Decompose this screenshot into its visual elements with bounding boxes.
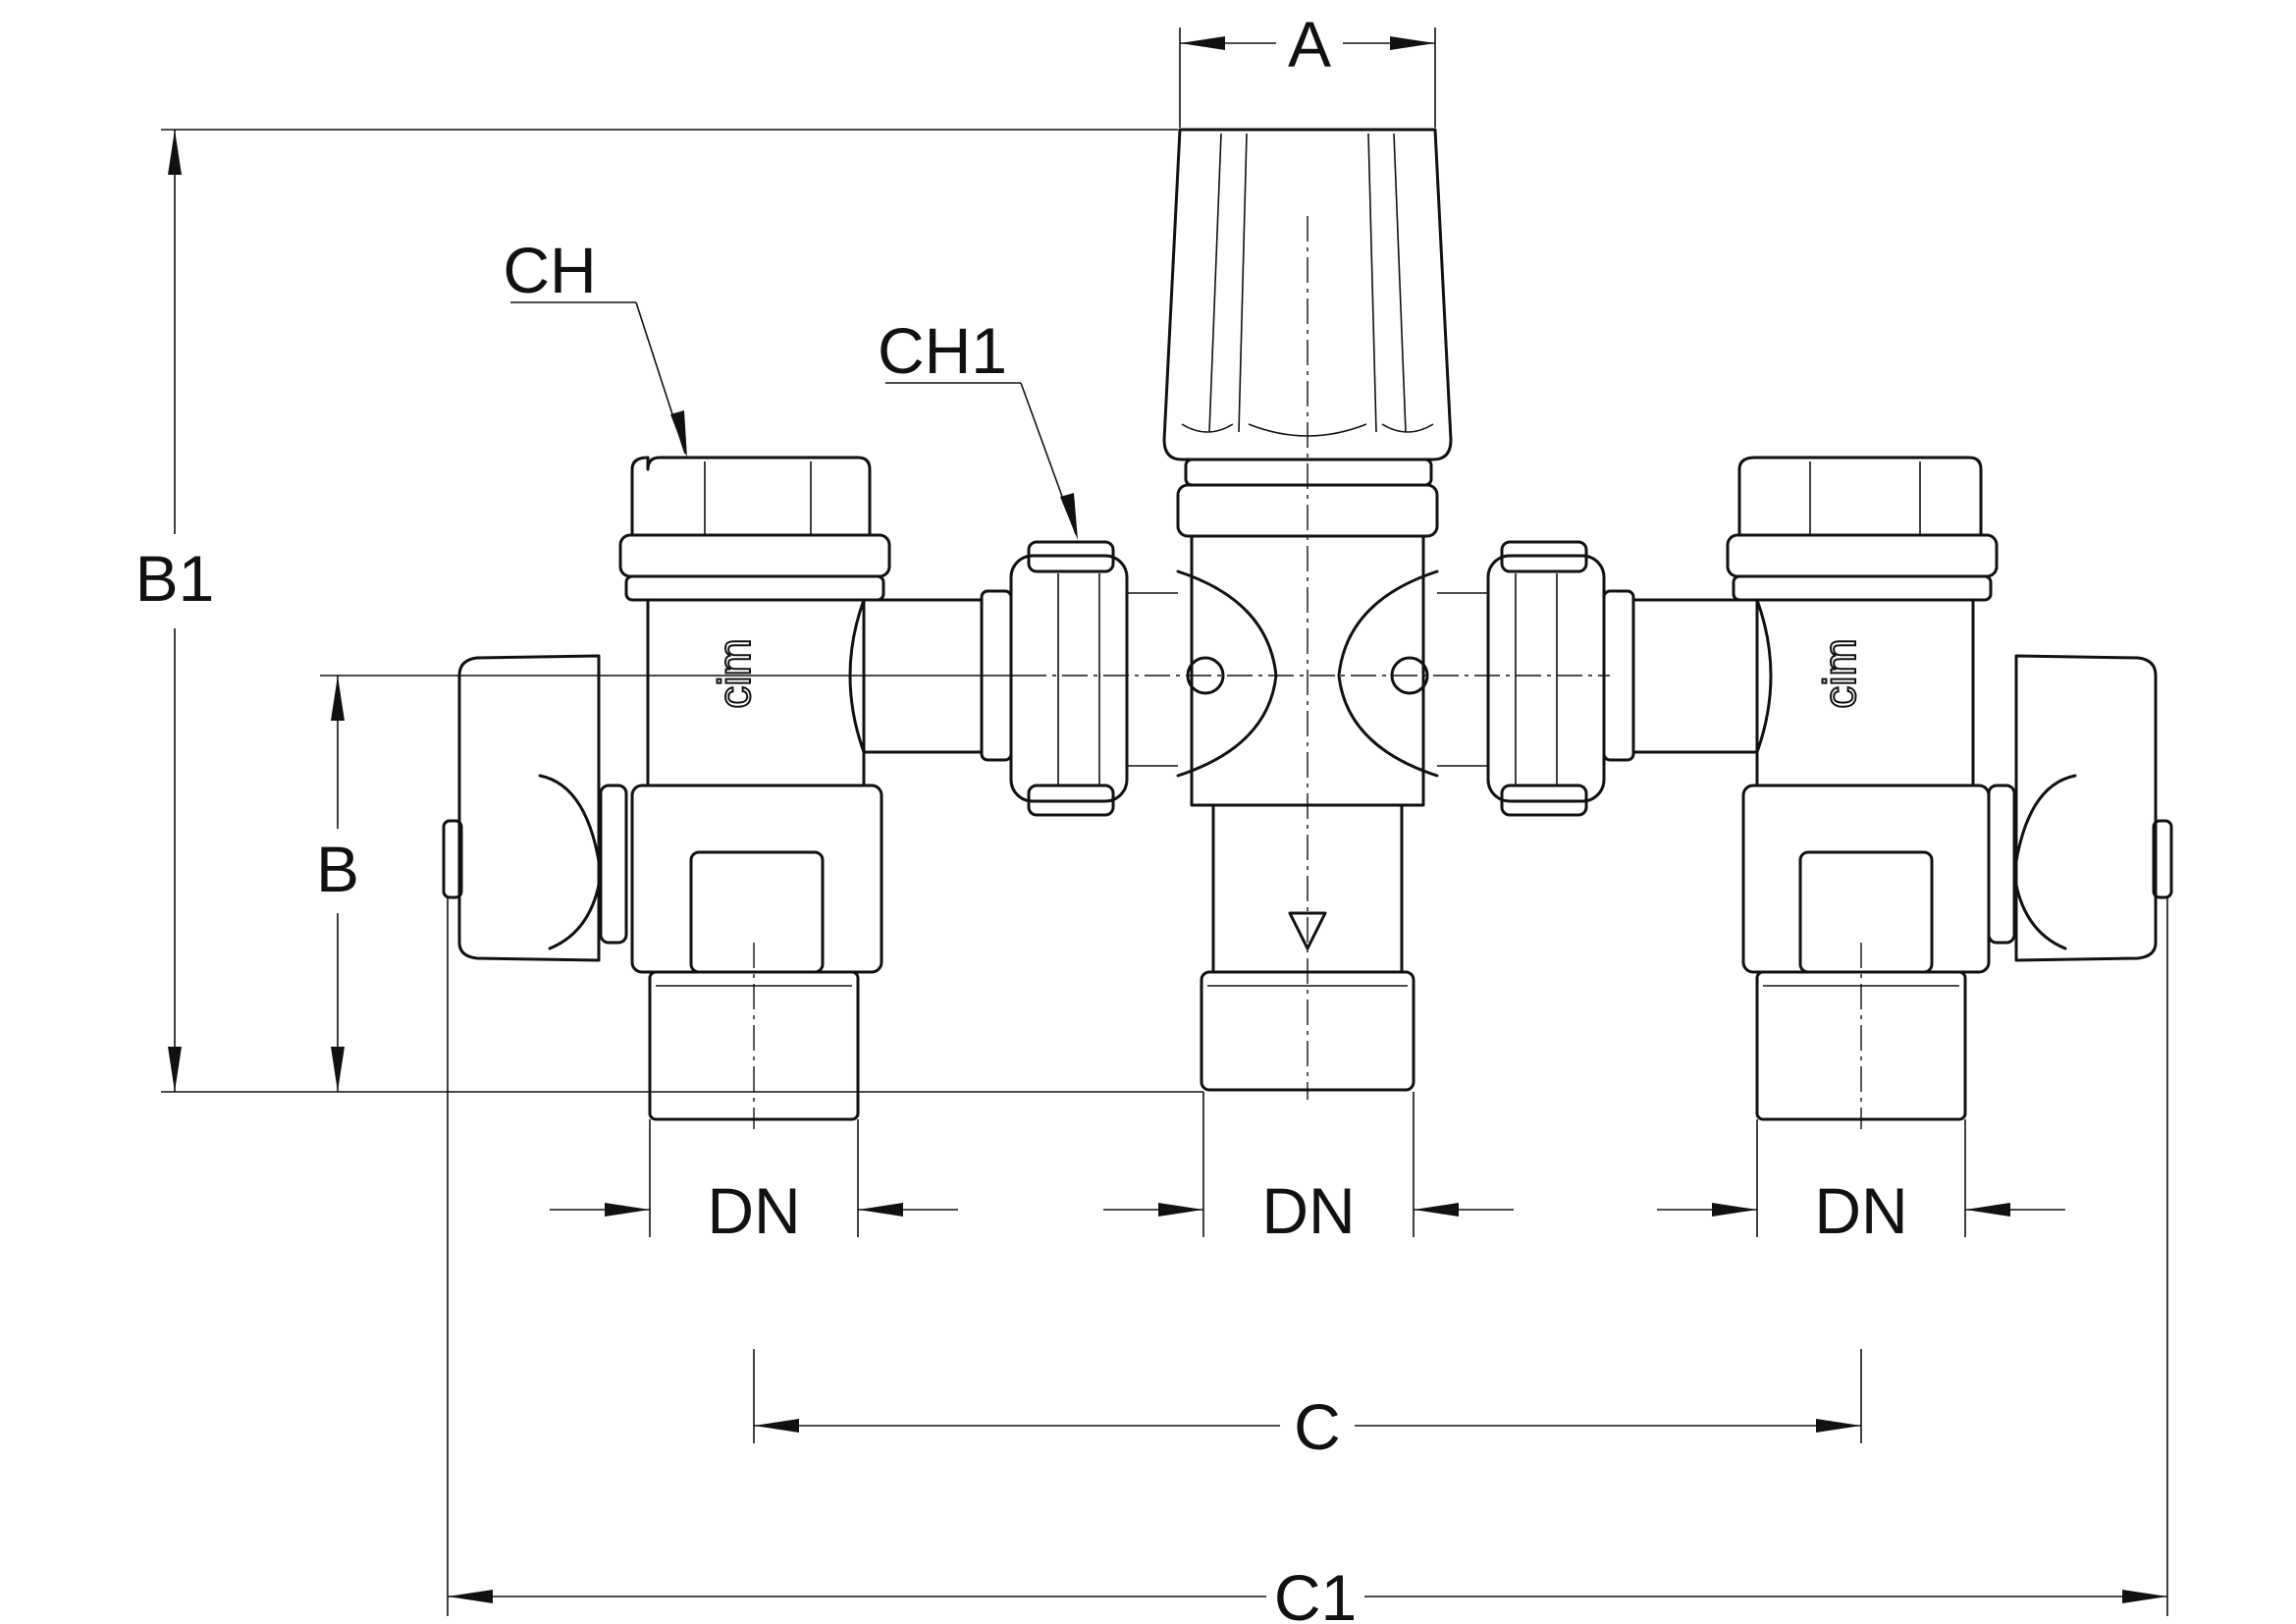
center-lines [753,216,1862,1129]
label-b1: B1 [135,542,215,615]
dimension-a [1179,27,1436,128]
dimension-dn-left [550,1119,958,1237]
label-ch1: CH1 [878,314,1007,387]
right-compression-nut [1437,540,1635,817]
dimension-c1 [447,897,2168,1616]
right-valve-handle [2014,654,2158,962]
label-dn-center: DN [1261,1174,1355,1247]
label-b: B [316,833,359,905]
dimension-c [753,1349,1862,1443]
leader-ch [510,301,687,458]
label-dn-left: DN [707,1174,800,1247]
mixing-valve-knob [1162,128,1453,461]
right-brand-mark: cim [1814,638,1865,709]
leader-ch1 [885,382,1078,540]
left-valve-handle [457,654,601,962]
dimension-b [320,675,1021,1092]
right-ball-valve [1631,456,2173,1121]
flow-direction-icon [1288,911,1327,950]
label-dn-right: DN [1814,1174,1907,1247]
label-c1: C1 [1274,1561,1357,1624]
left-compression-nut [980,540,1178,817]
left-ball-valve [442,456,984,1121]
left-brand-mark: cim [709,638,760,709]
label-ch: CH [503,234,596,306]
dimension-dn-center [1103,1092,1514,1237]
dimension-dn-right [1657,1119,2065,1237]
dimension-b1 [161,129,1203,1093]
label-c: C [1294,1390,1341,1463]
label-a: A [1288,8,1331,81]
